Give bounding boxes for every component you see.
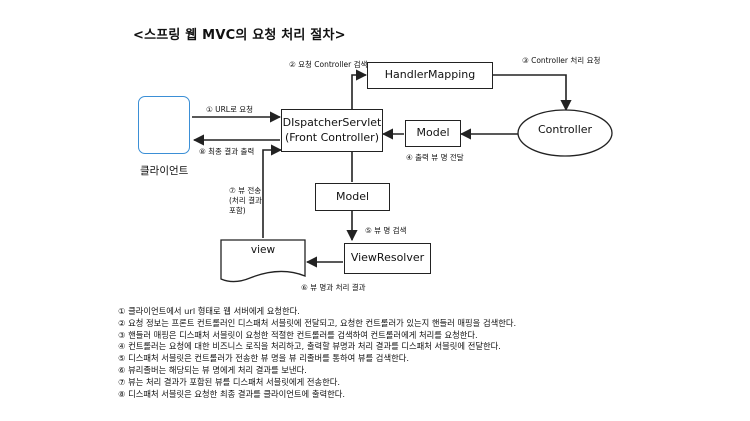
edge-label-8: ⑧ 최종 결과 출력 <box>199 147 255 156</box>
arrow-controller-search <box>351 69 368 109</box>
handler-mapping-label: HandlerMapping <box>384 68 476 82</box>
step-item-7: ⑦ 뷰는 처리 결과가 포함된 뷰를 디스패처 서블릿에게 전송한다. <box>118 376 341 387</box>
edge-label-4: ④ 출력 뷰 명 전달 <box>406 153 464 162</box>
view-resolver-label: ViewResolver <box>350 251 425 265</box>
step-item-2: ② 요청 정보는 프론트 컨트롤러인 디스패처 서블릿에 전달되고, 요청한 컨… <box>118 317 517 328</box>
edge-label-2: ② 요청 Controller 검색 <box>289 60 368 69</box>
edge-label-5: ⑤ 뷰 명 검색 <box>365 226 407 235</box>
handler-mapping-node: HandlerMapping <box>367 62 493 89</box>
edge-label-6: ⑥ 뷰 명과 처리 결과 <box>301 283 366 292</box>
step-item-8: ⑧ 디스패처 서블릿은 요청한 최종 결과를 클라이언트에 출력한다. <box>118 388 346 399</box>
step-list: ① 클라이언트에서 url 형태로 웹 서버에게 요청한다. ② 요청 정보는 … <box>118 306 516 400</box>
arrow-view-send <box>262 144 283 238</box>
controller-label: Controller <box>537 123 593 136</box>
diagram-title: <스프링 웹 MVC의 요청 처리 절차> <box>133 28 346 43</box>
edge-label-1: ① URL로 요청 <box>206 105 254 114</box>
step-item-5: ⑤ 디스패처 서블릿은 컨트롤러가 전송한 뷰 명을 뷰 리졸버를 통하여 뷰를… <box>118 353 409 364</box>
model-right-label: Model <box>416 126 450 140</box>
client-icon <box>138 96 190 154</box>
edge-label-7-line3: 포함) <box>229 206 246 215</box>
controller-node <box>517 109 613 157</box>
step-item-3: ③ 핸들러 매핑은 디스패처 서블릿이 요청한 적절한 컨트롤러를 검색하여 컨… <box>118 329 478 340</box>
model-node-right: Model <box>405 120 461 147</box>
edge-label-7-line1: ⑦ 뷰 전송 <box>229 186 262 195</box>
model-bottom-label: Model <box>335 189 370 203</box>
edge-label-7: ⑦ 뷰 전송 (처리 결과 포함) <box>229 186 262 216</box>
arrow-controller-request <box>493 74 572 112</box>
step-item-6: ⑥ 뷰리졸버는 해당되는 뷰 명에게 처리 결과를 보낸다. <box>118 364 307 375</box>
model-node-bottom: Model <box>315 183 390 211</box>
front-controller-label: (Front Controller) <box>284 130 379 144</box>
dispatcher-servlet-node: DIspatcherServlet (Front Controller) <box>281 109 383 152</box>
edge-label-3: ③ Controller 처리 요청 <box>522 56 601 65</box>
view-resolver-node: ViewResolver <box>344 243 431 274</box>
step-item-4: ④ 컨트롤러는 요청에 대한 비즈니스 로직을 처리하고, 출력할 뷰명과 처리… <box>118 341 501 352</box>
view-label: view <box>250 244 276 256</box>
client-label: 클라이언트 <box>140 165 189 177</box>
view-document-shape <box>220 239 306 283</box>
dispatcher-servlet-label: DIspatcherServlet <box>282 115 382 129</box>
edge-label-7-line2: (처리 결과 <box>229 196 262 205</box>
step-item-1: ① 클라이언트에서 url 형태로 웹 서버에게 요청한다. <box>118 306 300 316</box>
